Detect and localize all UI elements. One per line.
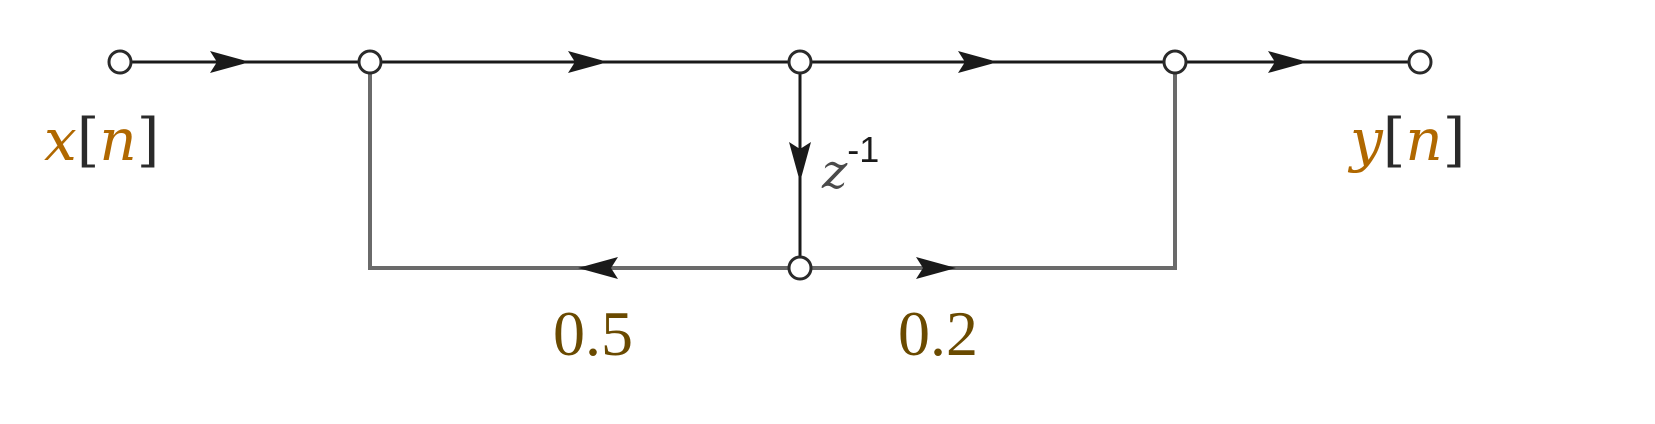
output-index: n <box>1405 106 1442 174</box>
input-bracket-open: [ <box>77 106 100 174</box>
gain-feedforward-label: 0.2 <box>898 298 978 369</box>
branch-feedback <box>368 62 800 270</box>
node-branch <box>787 49 813 75</box>
output-var: y <box>1347 106 1384 174</box>
delay-label: z-1 <box>821 129 879 200</box>
output-bracket-open: [ <box>1383 106 1406 174</box>
output-label: y[n] <box>1347 106 1465 174</box>
node-input <box>107 49 133 75</box>
delay-exponent: -1 <box>847 129 879 170</box>
node-delayed <box>787 255 813 281</box>
input-index: n <box>99 106 136 174</box>
arrow-output <box>1268 51 1308 73</box>
input-bracket-close: ] <box>137 106 160 174</box>
arrow-feedback <box>578 257 618 279</box>
arrow-forward-2 <box>958 51 998 73</box>
node-sum-2 <box>1162 49 1188 75</box>
input-label: x[n] <box>44 106 159 174</box>
delay-base: z <box>821 144 848 200</box>
arrow-feedforward <box>916 257 956 279</box>
arrow-input <box>210 51 250 73</box>
arrow-forward-1 <box>568 51 608 73</box>
gain-feedback-label: 0.5 <box>553 298 633 369</box>
arrow-delay <box>789 142 811 182</box>
output-bracket-close: ] <box>1443 106 1466 174</box>
node-output <box>1407 49 1433 75</box>
input-var: x <box>44 106 77 174</box>
node-sum-1 <box>357 49 383 75</box>
